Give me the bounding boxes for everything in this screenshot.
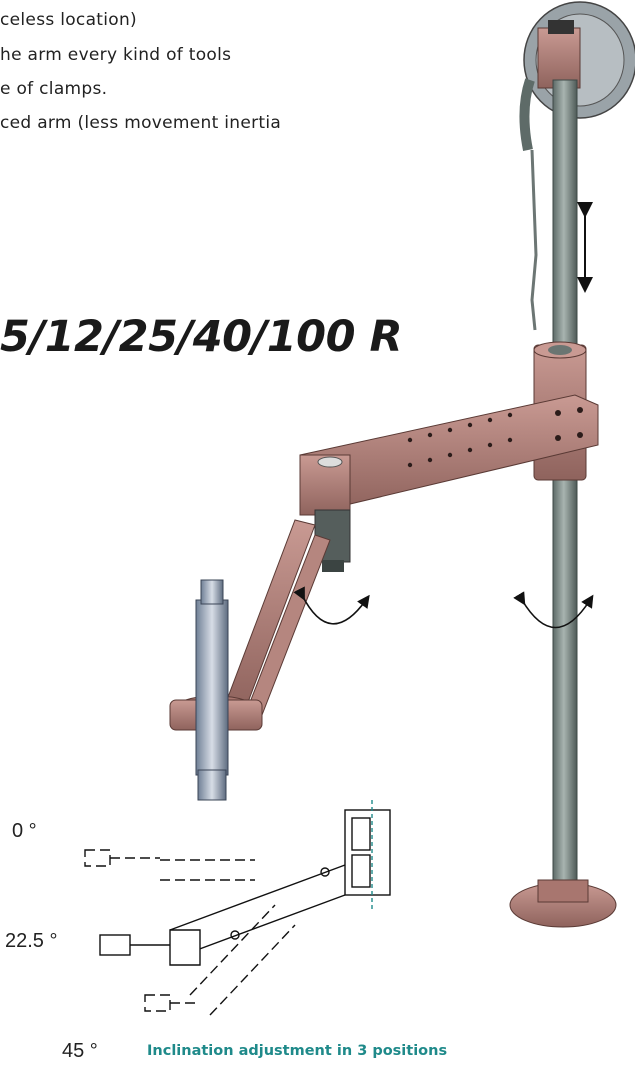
tool-body <box>195 599 229 776</box>
model-title: 5/12/25/40/100 R <box>0 312 403 362</box>
angle-label-0: 0 ° <box>12 820 37 842</box>
inclination-caption: Inclination adjustment in 3 positions <box>147 1043 448 1059</box>
angle-label-22-5: 22.5 ° <box>5 930 58 952</box>
intro-text-line-1: celess location) <box>0 10 137 30</box>
angle-label-45: 45 ° <box>62 1040 98 1062</box>
balancer-drum <box>519 1 635 151</box>
vertical-column <box>552 79 578 911</box>
intro-text-line-4: ced arm (less movement inertia <box>0 113 282 133</box>
intro-text-line-3: e of clamps. <box>0 79 108 99</box>
intro-text-line-2: he arm every kind of tools <box>0 45 232 65</box>
inclination-schematic <box>84 800 391 1016</box>
elbow-rotation-arrow <box>293 586 370 625</box>
column-rotation-arrow <box>513 591 594 629</box>
